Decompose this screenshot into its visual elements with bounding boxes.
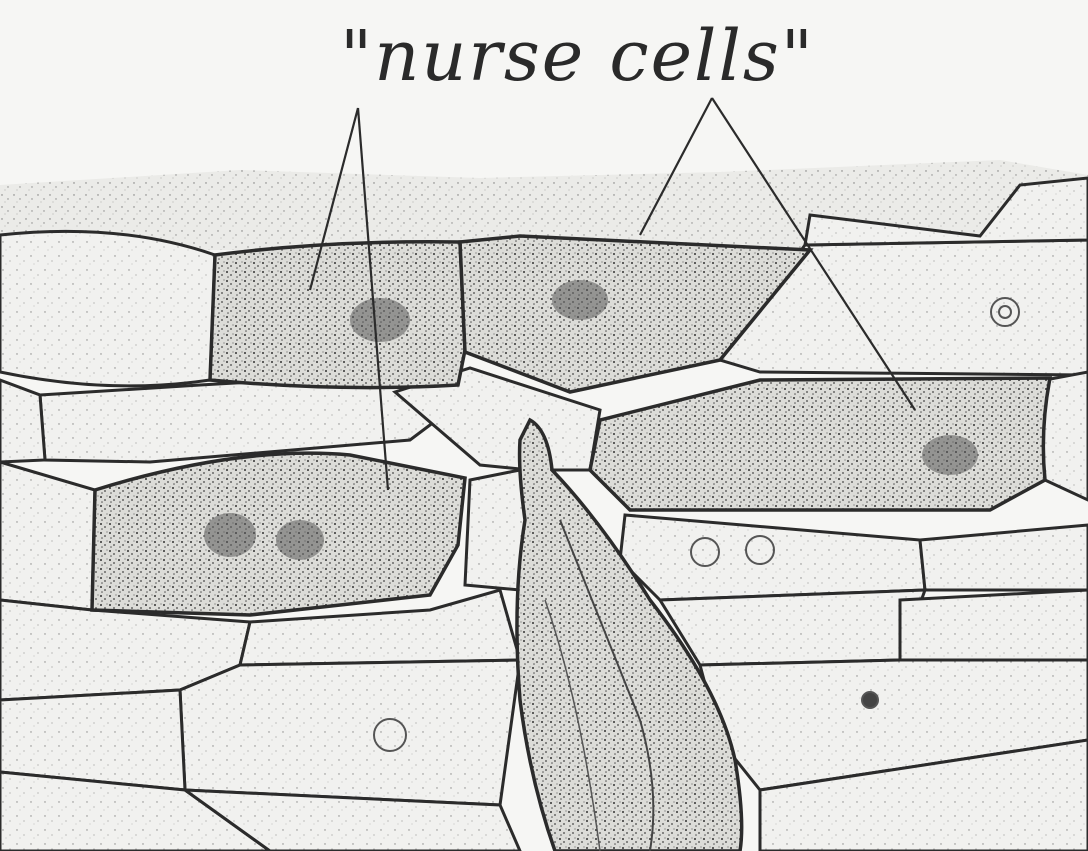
nurse-cells-label: "nurse cells" xyxy=(340,15,815,97)
tissue-cell xyxy=(660,590,925,665)
nucleus xyxy=(862,692,878,708)
tissue-cell xyxy=(180,660,520,805)
nurse-nucleus xyxy=(350,298,410,342)
nurse-nucleus xyxy=(204,513,256,557)
nurse-cell xyxy=(210,242,465,388)
nurse-nucleus xyxy=(922,435,978,475)
tissue-cell xyxy=(900,590,1088,660)
nurse-nucleus xyxy=(276,520,324,560)
tissue-cell xyxy=(0,231,215,386)
nurse-nucleus xyxy=(552,280,608,320)
